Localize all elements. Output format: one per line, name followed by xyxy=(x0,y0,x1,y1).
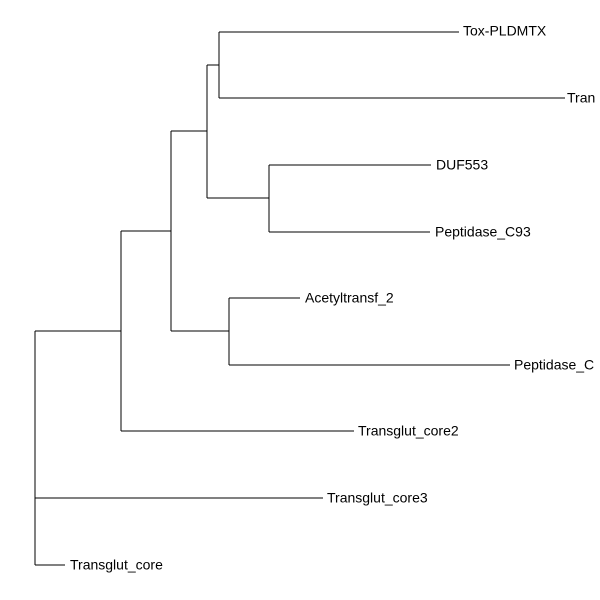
tip-label-acetyltransf-2: Acetyltransf_2 xyxy=(305,290,394,306)
tip-label-transglut-core2: Transglut_core2 xyxy=(358,423,459,439)
tip-label-transglut-core: Transglut_core xyxy=(70,557,163,573)
tip-label-duf553: DUF553 xyxy=(436,157,488,173)
tree-branches xyxy=(34,31,565,566)
tip-label-transglut-core3: Transglut_core3 xyxy=(327,490,428,506)
tip-label-tran: Tran xyxy=(567,90,595,106)
tip-label-peptidase-c: Peptidase_C xyxy=(514,357,594,373)
tip-label-peptidase-c93: Peptidase_C93 xyxy=(435,224,531,240)
tip-label-tox: Tox-PLDMTX xyxy=(463,23,547,39)
tip-labels: Tox-PLDMTX Tran DUF553 Peptidase_C93 Ace… xyxy=(70,23,595,573)
